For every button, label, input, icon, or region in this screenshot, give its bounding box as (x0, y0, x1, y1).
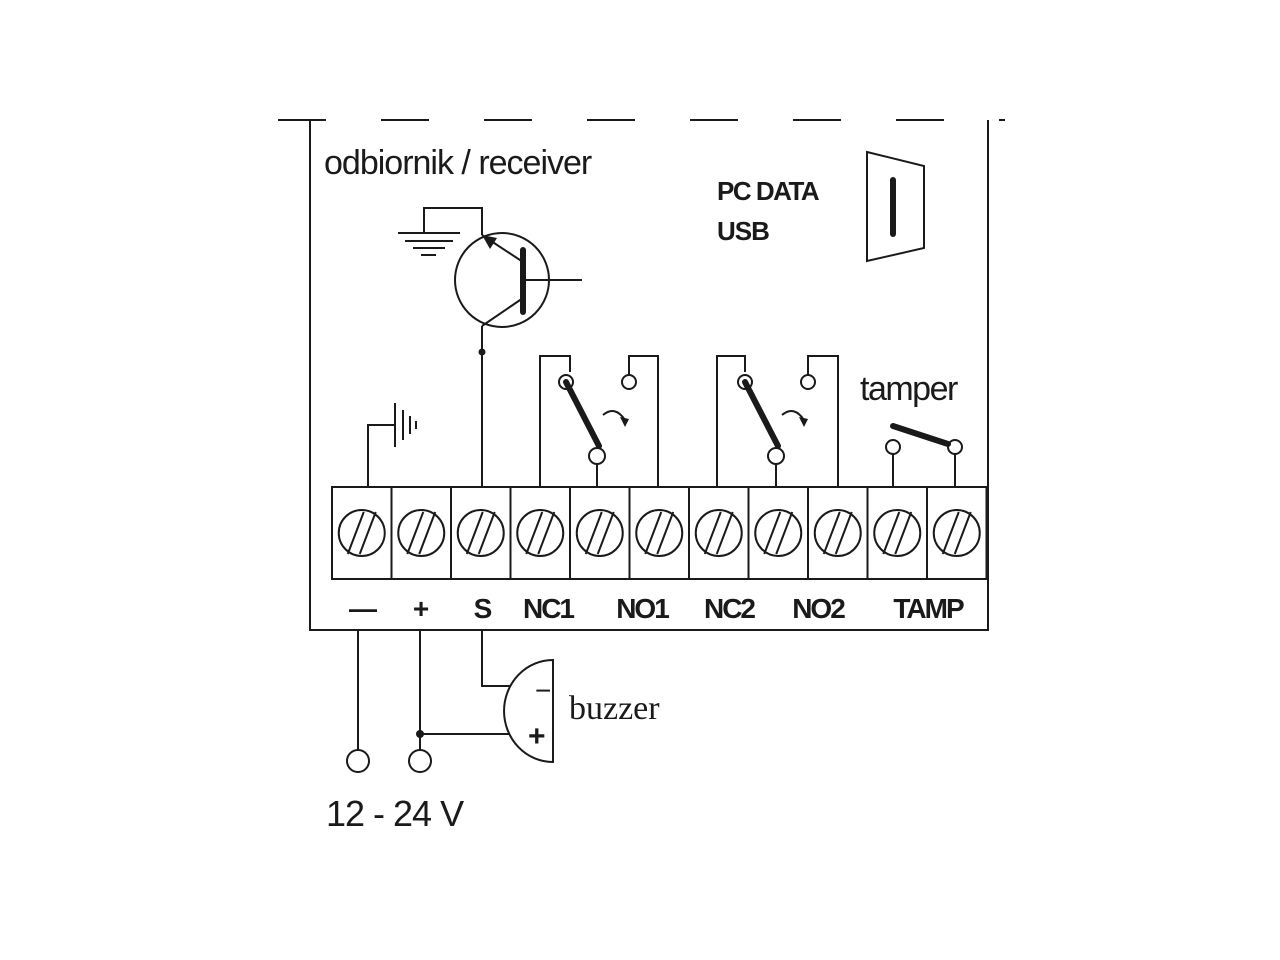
terminal-block (331, 486, 988, 580)
transistor-icon (454, 232, 582, 328)
pc-data-label: PC DATA (717, 176, 820, 206)
terminal-screw (390, 486, 452, 580)
ground-icon (398, 207, 483, 256)
terminal-screw (688, 486, 750, 580)
terminal-label: — (349, 593, 377, 624)
buzzer-label: buzzer (569, 690, 660, 727)
relay-1-icon (539, 355, 659, 487)
terminal-label: + (413, 593, 429, 624)
terminal-screw (807, 486, 869, 580)
terminal-screw (628, 486, 690, 580)
terminal-label: NO1 (616, 593, 669, 624)
terminal-screw (331, 486, 393, 580)
receiver-label: odbiornik / receiver (324, 144, 592, 182)
buzzer-icon (503, 658, 554, 764)
usb-label: USB (717, 216, 769, 246)
buzzer-plus-sign: + (528, 720, 546, 753)
terminal-label: TAMP (893, 593, 964, 624)
terminal-screw (509, 486, 571, 580)
terminal-label: NC1 (523, 593, 574, 624)
s-wire-junction (478, 348, 486, 356)
tamper-switch-icon (885, 423, 963, 487)
supply-plus-terminal (408, 749, 432, 773)
buzzer-minus-sign: − (535, 675, 551, 706)
terminal-screw (569, 486, 631, 580)
usb-connector-icon (866, 150, 925, 263)
terminal-screw (450, 486, 512, 580)
enclosure-outline (309, 120, 989, 631)
terminal-label: NO2 (792, 593, 845, 624)
supply-voltage-label: 12 - 24 V (326, 793, 464, 834)
terminal-screw (747, 486, 809, 580)
tamper-label: tamper (860, 370, 958, 408)
relay-2-icon (716, 355, 839, 487)
terminal-label: S (474, 593, 492, 624)
terminal-screw (866, 486, 928, 580)
terminal-labels: — + S NC1 NO1 NC2 NO2 TAMP (349, 593, 966, 624)
terminal-screw (926, 486, 988, 580)
supply-minus-terminal (346, 749, 370, 773)
terminal-label: NC2 (704, 593, 755, 624)
chassis-ground-icon (367, 403, 417, 487)
buzzer-signal-wire (481, 630, 510, 687)
